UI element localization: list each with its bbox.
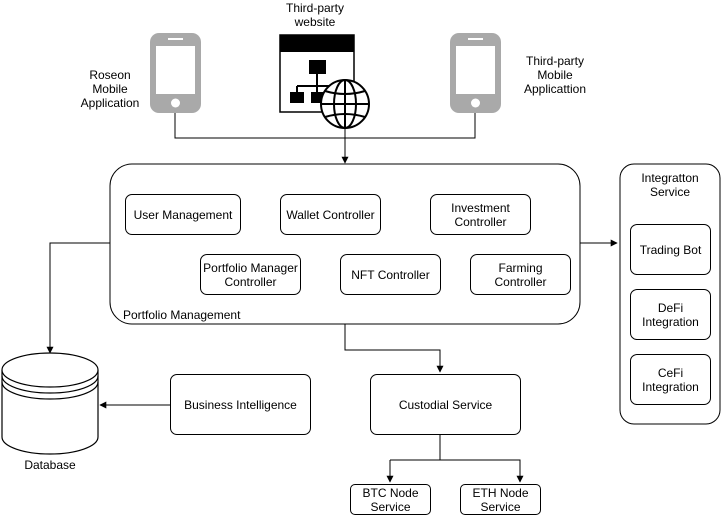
mobile-phone-icon (150, 33, 201, 113)
wallet-controller-box[interactable]: Wallet Controller (280, 194, 381, 235)
connector-custodial-nodes (390, 434, 441, 461)
cefi-integration-box[interactable]: CeFi Integration (630, 354, 711, 405)
business-intelligence-box[interactable]: Business Intelligence (170, 374, 311, 435)
custodial-service-box[interactable]: Custodial Service (370, 374, 521, 435)
database-cylinder-icon (1, 352, 99, 455)
defi-integration-box[interactable]: DeFi Integration (630, 289, 711, 340)
nft-controller-box[interactable]: NFT Controller (340, 254, 441, 295)
connector-roseon-app (174, 113, 345, 139)
portfolio-management-container[interactable] (109, 163, 581, 325)
arrow-to-custodial (344, 324, 444, 373)
roseon-app-label: Roseon Mobile Application (80, 68, 140, 110)
portfolio-manager-controller-box[interactable]: Portfolio Manager Controller (200, 254, 301, 295)
eth-node-service-box[interactable]: ETH Node Service (460, 484, 541, 515)
third-party-app-label: Third-party Mobile Applicattion (523, 54, 587, 96)
globe-icon (320, 79, 370, 129)
third-party-website-label: Third-party website (285, 1, 344, 29)
investment-controller-box[interactable]: Investment Controller (430, 194, 531, 235)
user-management-box[interactable]: User Management (125, 194, 241, 235)
btc-node-service-box[interactable]: BTC Node Service (350, 484, 431, 515)
connector-third-party-app (345, 113, 476, 139)
portfolio-management-label: Portfolio Management (123, 307, 241, 322)
trading-bot-box[interactable]: Trading Bot (630, 224, 711, 275)
mobile-phone-icon (450, 33, 501, 113)
arrow-to-eth-node (440, 459, 524, 483)
integration-service-title: Integratton Service (641, 171, 699, 199)
arrow-to-database (46, 242, 110, 354)
farming-controller-box[interactable]: Farming Controller (470, 254, 571, 295)
database-label: Database (24, 457, 76, 472)
